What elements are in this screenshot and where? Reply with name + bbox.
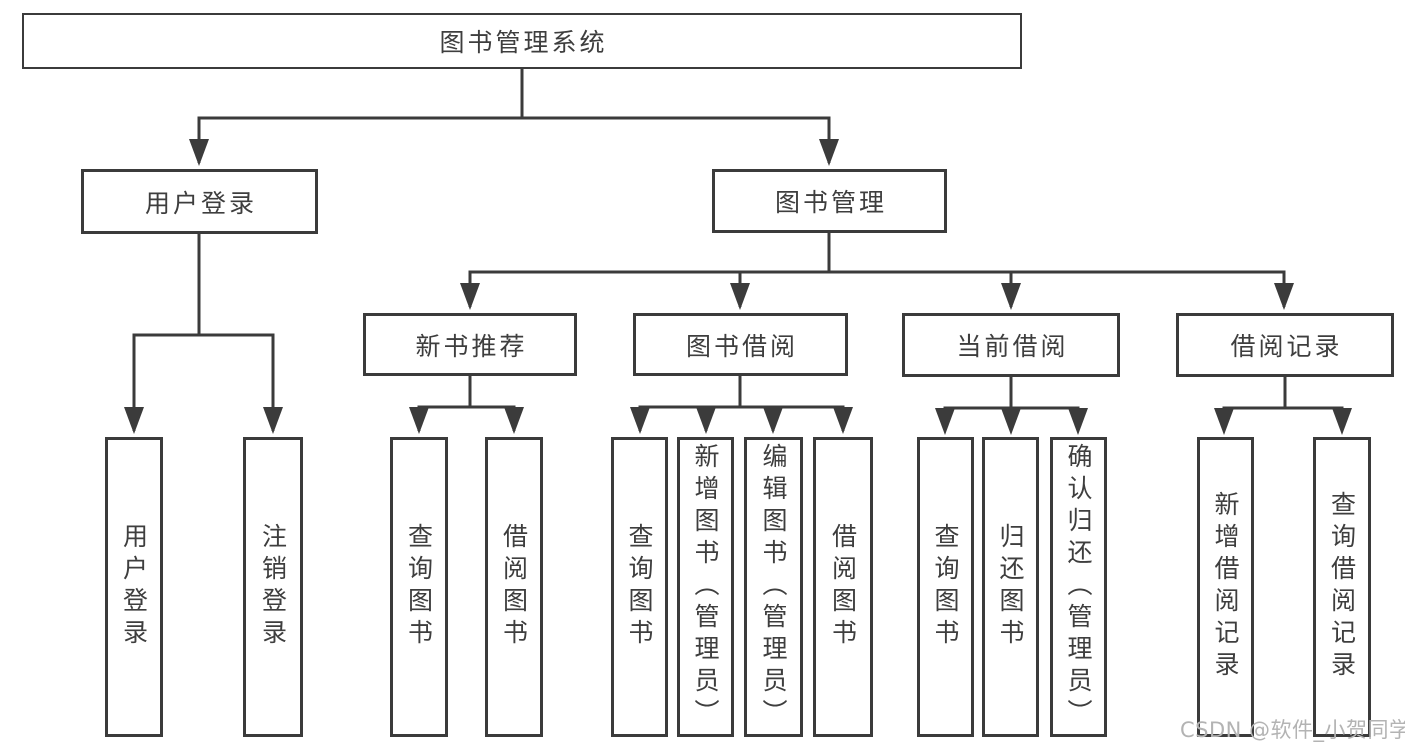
node-user-login: 用户登录	[81, 169, 318, 234]
connector-new-book-recommend-to-leaves	[417, 376, 516, 431]
leaf-query-borrow-record: 查询借阅记录	[1313, 437, 1371, 737]
connector-user-login-to-leaves	[132, 234, 275, 431]
leaf-add-book-admin: 新增图书（管理员）	[677, 437, 734, 737]
leaf-return-books: 归还图书	[982, 437, 1039, 737]
leaf-edit-book-admin: 编辑图书（管理员）	[744, 437, 803, 737]
node-label: 用户登录	[144, 188, 257, 218]
connector-book-borrowing-to-leaves	[638, 376, 845, 431]
leaf-query-books-1: 查询图书	[390, 437, 448, 737]
leaf-user-login: 用户登录	[105, 437, 163, 737]
node-label: 当前借阅	[956, 332, 1069, 361]
node-book-management: 图书管理	[712, 169, 947, 233]
arrowhead-icons	[124, 139, 1352, 435]
leaf-confirm-return-admin: 确认归还（管理员）	[1050, 437, 1107, 737]
connector-root-to-level2	[197, 69, 831, 163]
node-book-borrowing: 图书借阅	[633, 313, 848, 376]
leaf-add-borrow-record: 新增借阅记录	[1197, 437, 1254, 737]
node-label: 用户登录	[119, 523, 149, 651]
node-label: 注销登录	[258, 523, 288, 651]
connector-borrowing-records-to-leaves	[1222, 377, 1344, 431]
leaf-borrow-books-1: 借阅图书	[485, 437, 543, 737]
node-label: 借阅图书	[499, 523, 529, 651]
connector-book-management-to-level3	[468, 233, 1286, 307]
node-label: 新增借阅记录	[1211, 491, 1240, 683]
node-label: 借阅图书	[828, 523, 858, 651]
node-label: 归还图书	[996, 523, 1025, 651]
leaf-logout-login: 注销登录	[243, 437, 303, 737]
leaf-borrow-books-2: 借阅图书	[813, 437, 873, 737]
node-current-borrowing: 当前借阅	[902, 313, 1120, 377]
node-label: 图书管理系统	[439, 28, 608, 57]
node-label: 查询图书	[931, 523, 960, 651]
node-label: 图书借阅	[685, 331, 798, 361]
node-label: 查询借阅记录	[1327, 491, 1357, 683]
node-label: 图书管理	[774, 188, 887, 217]
node-label: 查询图书	[404, 523, 434, 651]
watermark-csdn: CSDN @软件_小贺同学	[1180, 718, 1405, 742]
node-label: 编辑图书（管理员）	[759, 443, 788, 731]
node-library-management-system: 图书管理系统	[22, 13, 1022, 69]
node-label: 借阅记录	[1230, 332, 1343, 361]
node-label: 确认归还（管理员）	[1064, 443, 1093, 731]
leaf-query-books-2: 查询图书	[611, 437, 668, 737]
node-label: 新书推荐	[415, 331, 528, 361]
node-label: 查询图书	[625, 523, 654, 651]
node-label: 新增图书（管理员）	[691, 443, 720, 731]
node-borrowing-records: 借阅记录	[1176, 313, 1394, 377]
leaf-query-books-3: 查询图书	[917, 437, 974, 737]
node-new-book-recommend: 新书推荐	[363, 313, 577, 376]
